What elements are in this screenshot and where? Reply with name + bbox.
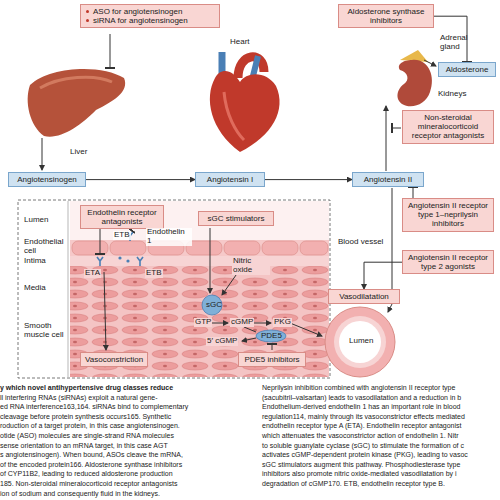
- molecule-label: GTP: [194, 318, 212, 327]
- organ-label: Kidneys: [438, 90, 466, 99]
- body-text-line: sGC stimulators augment this pathway. Ph…: [262, 460, 460, 470]
- layer-label: Lumen: [24, 216, 48, 225]
- molecule-box: Angiotensin II: [352, 172, 424, 187]
- body-text-line: of CYP11B2, leading to reduced aldostero…: [0, 469, 173, 479]
- node-text: Angiotensin II receptor type 2 agonists: [407, 253, 489, 271]
- dashed-frame: [18, 200, 330, 378]
- molecule-box: Angiotensinogen: [8, 172, 86, 187]
- molecule-label: Nitric oxide: [232, 257, 270, 275]
- layer-label: Smooth muscle cell: [24, 322, 66, 340]
- sgc-enzyme: [202, 295, 222, 315]
- node-text: Aldosterone: [443, 65, 491, 74]
- organ-label: Adrenal gland: [440, 34, 484, 52]
- vessel-circle: [325, 307, 395, 377]
- layer-label: Media: [24, 284, 46, 293]
- heart-organ: [210, 71, 280, 152]
- molecule-box: Angiotensin I: [195, 172, 265, 187]
- enzyme-label: PDE5: [261, 332, 282, 341]
- organ-label: Blood vessel: [338, 238, 383, 247]
- body-text-line: ed RNA interference163,164. siRNAs bind …: [0, 402, 188, 412]
- drug-box: Endothelin receptor antagonists: [80, 205, 164, 229]
- pde5-enzyme: [256, 330, 286, 342]
- body-text-line: otide (ASO) molecules are single-strand …: [0, 431, 174, 441]
- node-text: Vasoconstriction: [85, 355, 143, 364]
- node-text: siRNA for angiotensinogen: [85, 16, 215, 25]
- node-text: Angiotensin II: [357, 175, 419, 184]
- drug-box: Non-steroidal mineralocorticoid receptor…: [402, 110, 494, 144]
- receptor-label: ETB: [113, 231, 131, 240]
- organ-label: Liver: [70, 148, 87, 157]
- layer-label: Intima: [24, 257, 46, 266]
- node-text: Endothelin receptor antagonists: [85, 208, 159, 226]
- body-text-line: 185. Non-steroidal mineralocorticoid rec…: [0, 479, 177, 489]
- body-text-line: which attenuates the vasoconstrictor act…: [262, 431, 459, 441]
- inhibition-connector: [413, 187, 414, 198]
- node-text: Non-steroidal mineralocorticoid receptor…: [407, 113, 489, 141]
- body-text-line: sense orientation to an mRNA target, in …: [0, 441, 168, 451]
- body-text-line: (sacubitril–valsartan) leads to vasodila…: [262, 393, 461, 403]
- body-text-line: to soluble guanylate cyclase (sGC) to st…: [262, 441, 464, 451]
- drug-box: ASO for angiotensinogensiRNA for angiote…: [80, 4, 220, 28]
- node-text: sGC stimulators: [203, 214, 269, 223]
- drug-box: PDE5 inhibitors: [238, 352, 306, 367]
- arrow-connector: [265, 179, 352, 180]
- body-text-line: roduction of a target protein, in this c…: [0, 421, 180, 431]
- layer-label: Endothelial cell: [24, 238, 66, 256]
- effect-box: Vasoconstriction: [80, 352, 148, 367]
- molecule-label: cGMP: [230, 318, 254, 327]
- body-text-line: regulation114, mainly through its vasoco…: [262, 412, 465, 422]
- molecule-box: Aldosterone: [438, 62, 496, 77]
- body-text-line: Neprilysin inhibition combined with angi…: [262, 383, 455, 393]
- body-text-line: s angiotensinogen). When bound, ASOs cle…: [0, 450, 183, 460]
- node-text: Aldosterone synthase inhibitors: [343, 7, 429, 25]
- arrow-connector: [364, 262, 402, 289]
- effect-box: Vasodilatation: [328, 289, 400, 304]
- body-text-line: degradation of cGMP170. ETB, endothelin …: [262, 479, 445, 489]
- enzyme-label: PKG: [273, 318, 292, 327]
- receptor-label: ETB: [145, 269, 163, 278]
- body-text-line: cleavage before protein synthesis occurs…: [0, 412, 171, 422]
- drug-box: Angiotensin II receptor type 2 agonists: [402, 250, 494, 274]
- node-text: Angiotensin I: [200, 175, 260, 184]
- body-text-line: of the encoded protein166. Aldosterone s…: [0, 460, 182, 470]
- node-text: Angiotensinogen: [13, 175, 81, 184]
- enzyme-label: sGC: [206, 301, 222, 310]
- lumen-label: Lumen: [349, 337, 373, 346]
- body-text-line: Endothelium-derived endothelin 1 has an …: [262, 402, 460, 412]
- figure-caption: y which novel antihypertensive drug clas…: [0, 383, 173, 393]
- node-text: ASO for angiotensinogen: [85, 7, 215, 16]
- arrow-connector: [86, 179, 195, 180]
- molecule-label: Endothelin 1: [146, 228, 192, 246]
- node-text: Angiotensin II receptor type 1–neprilysi…: [407, 201, 489, 229]
- body-text-line: activates cGMP-dependent protein kinase …: [262, 450, 468, 460]
- body-text-line: inhibitors also promote nitric oxide-med…: [262, 469, 457, 479]
- body-text-line: endothelin receptor type A (ETA). Endoth…: [262, 421, 462, 431]
- liver-organ: [28, 69, 125, 137]
- node-text: PDE5 inhibitors: [243, 355, 301, 364]
- body-text-line: ion of sodium and consequently fluid in …: [0, 489, 160, 499]
- drug-box: Angiotensin II receptor type 1–neprilysi…: [402, 198, 494, 232]
- node-text: Vasodilatation: [333, 292, 395, 301]
- kidney: [398, 60, 432, 107]
- body-text-line: ll interfering RNAs (siRNAs) exploit a n…: [0, 393, 158, 403]
- molecule-label: 5′ cGMP: [206, 337, 238, 346]
- drug-box: Aldosterone synthase inhibitors: [338, 4, 434, 28]
- receptor-label: ETA: [84, 269, 101, 278]
- organ-label: Heart: [230, 38, 250, 47]
- drug-box: sGC stimulators: [198, 211, 274, 226]
